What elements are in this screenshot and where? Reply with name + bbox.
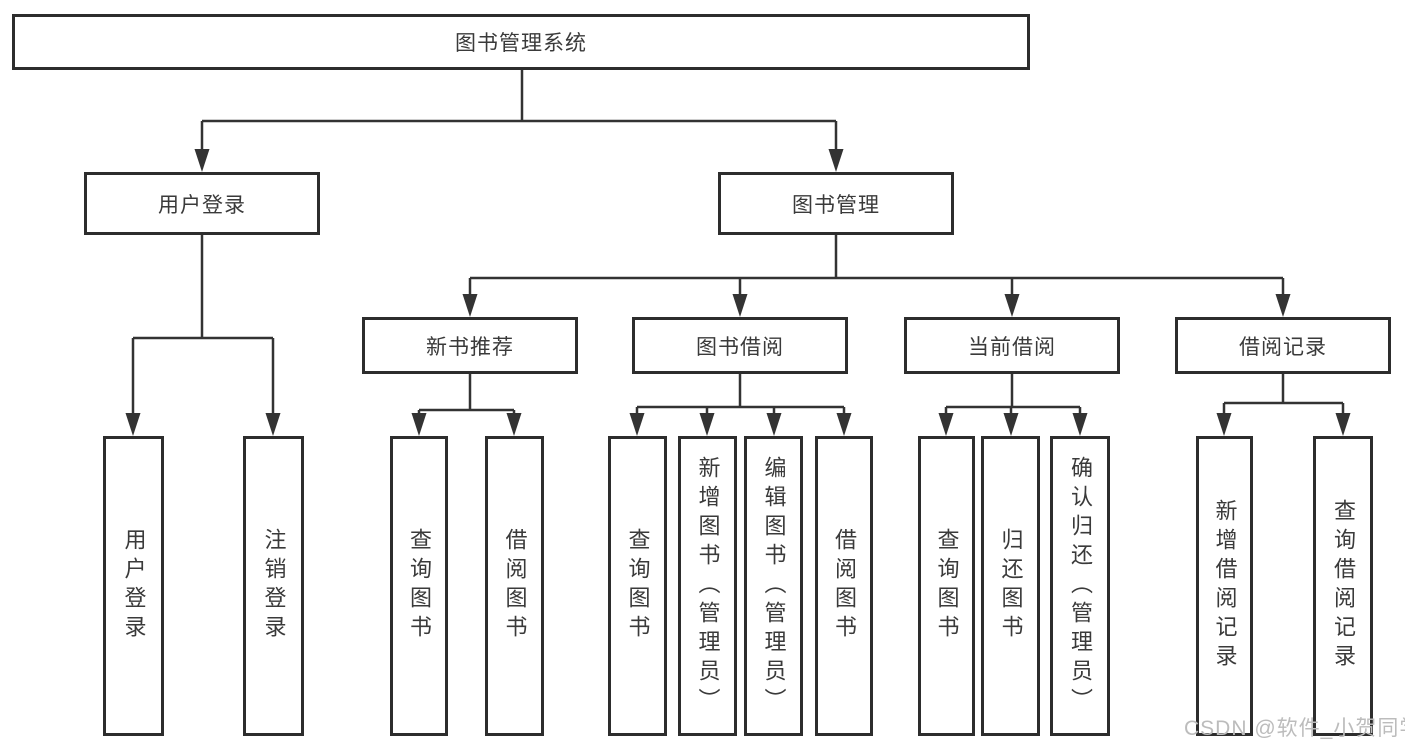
leaf-logout: 注销登录	[243, 436, 304, 736]
node-new-book-recommend-label: 新书推荐	[426, 335, 514, 359]
arrowhead	[699, 413, 715, 436]
leaf-borrow-books-recommend-label: 借阅图书	[502, 528, 528, 644]
leaf-confirm-return-admin: 确认归还（管理员）	[1050, 436, 1110, 736]
node-book-management-label: 图书管理	[792, 193, 880, 217]
node-borrow-record: 借阅记录	[1175, 317, 1391, 374]
arrowhead	[732, 294, 748, 317]
arrowhead	[1216, 413, 1232, 436]
leaf-edit-book-admin-label: 编辑图书（管理员）	[761, 455, 787, 717]
arrowhead	[1003, 413, 1019, 436]
connector-borrow-record-to-leaves	[1222, 374, 1345, 415]
arrowhead	[828, 149, 844, 172]
leaf-add-book-admin: 新增图书（管理员）	[678, 436, 737, 736]
leaf-borrow-books: 借阅图书	[815, 436, 873, 736]
leaf-borrow-books-recommend: 借阅图书	[485, 436, 544, 736]
node-user-login-label: 用户登录	[158, 193, 246, 217]
leaf-query-books-recommend: 查询图书	[390, 436, 448, 736]
arrowheads	[125, 149, 1351, 436]
arrowhead	[1072, 413, 1088, 436]
leaf-query-books-recommend-label: 查询图书	[407, 528, 432, 644]
leaf-logout-label: 注销登录	[261, 528, 287, 644]
leaf-confirm-return-admin-label: 确认归还（管理员）	[1068, 455, 1093, 717]
leaf-query-books-current-label: 查询图书	[934, 528, 960, 644]
leaf-return-book: 归还图书	[981, 436, 1040, 736]
arrowhead	[766, 413, 782, 436]
arrowhead	[1335, 413, 1351, 436]
node-user-login: 用户登录	[84, 172, 320, 235]
leaf-query-books-current: 查询图书	[918, 436, 975, 736]
leaf-borrow-books-label: 借阅图书	[832, 528, 857, 644]
arrowhead	[1275, 294, 1291, 317]
connector-book-borrow-to-leaves	[635, 374, 846, 415]
connector-user-login-to-leaves	[131, 235, 275, 415]
connector-root-to-level2	[200, 70, 838, 151]
node-current-borrow-label: 当前借阅	[968, 335, 1056, 359]
node-root: 图书管理系统	[12, 14, 1030, 70]
leaf-query-books-borrow: 查询图书	[608, 436, 667, 736]
arrowhead	[411, 413, 427, 436]
leaf-add-borrow-record-label: 新增借阅记录	[1212, 499, 1238, 673]
node-book-management: 图书管理	[718, 172, 954, 235]
leaf-user-login-label: 用户登录	[121, 528, 147, 644]
leaf-return-book-label: 归还图书	[998, 528, 1024, 644]
connector-new-book-recommend-to-leaves	[417, 374, 516, 415]
node-root-label: 图书管理系统	[455, 32, 587, 55]
connector-book-management-to-level3	[468, 235, 1285, 296]
leaf-user-login: 用户登录	[103, 436, 164, 736]
arrowhead	[836, 413, 852, 436]
node-borrow-record-label: 借阅记录	[1239, 335, 1327, 359]
leaf-edit-book-admin: 编辑图书（管理员）	[744, 436, 803, 736]
arrowhead	[629, 413, 645, 436]
node-new-book-recommend: 新书推荐	[362, 317, 578, 374]
node-current-borrow: 当前借阅	[904, 317, 1120, 374]
arrowhead	[1004, 294, 1020, 317]
arrowhead	[125, 413, 141, 436]
leaf-query-borrow-record: 查询借阅记录	[1313, 436, 1373, 736]
leaf-add-borrow-record: 新增借阅记录	[1196, 436, 1253, 736]
arrowhead	[194, 149, 210, 172]
arrowhead	[265, 413, 281, 436]
watermark: CSDN @软件_小贺同学	[1184, 717, 1405, 740]
leaf-query-books-borrow-label: 查询图书	[625, 528, 651, 644]
connector-current-borrow-to-leaves	[944, 374, 1082, 415]
leaf-add-book-admin-label: 新增图书（管理员）	[695, 455, 721, 717]
arrowhead	[938, 413, 954, 436]
node-book-borrow-label: 图书借阅	[696, 335, 784, 359]
arrowhead	[462, 294, 478, 317]
leaf-query-borrow-record-label: 查询借阅记录	[1331, 499, 1356, 673]
arrowhead	[506, 413, 522, 436]
node-book-borrow: 图书借阅	[632, 317, 848, 374]
